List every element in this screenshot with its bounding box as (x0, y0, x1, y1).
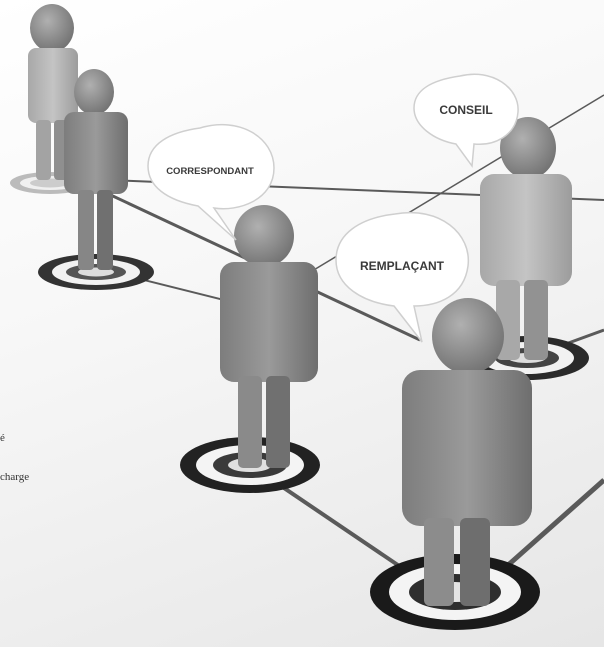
bubble-label-conseil: CONSEIL (439, 103, 492, 117)
speech-bubble-conseil: CONSEIL (413, 73, 519, 169)
ring-front (370, 554, 540, 630)
speech-bubble-remplacant: REMPLAÇANT (335, 211, 469, 343)
bubble-label-correspondant: CORRESPONDANT (166, 166, 254, 177)
person-figure-left (64, 69, 128, 270)
person-figure-front (402, 298, 532, 606)
person-figure-right (480, 117, 572, 360)
cropped-text-fragment: é (0, 432, 5, 444)
ring-left (38, 254, 154, 290)
person-figure-center (220, 205, 318, 468)
cropped-text-fragment: charge (0, 471, 30, 483)
speech-bubble-correspondant: CORRESPONDANT (147, 123, 275, 241)
bubble-label-remplacant: REMPLAÇANT (360, 259, 445, 273)
